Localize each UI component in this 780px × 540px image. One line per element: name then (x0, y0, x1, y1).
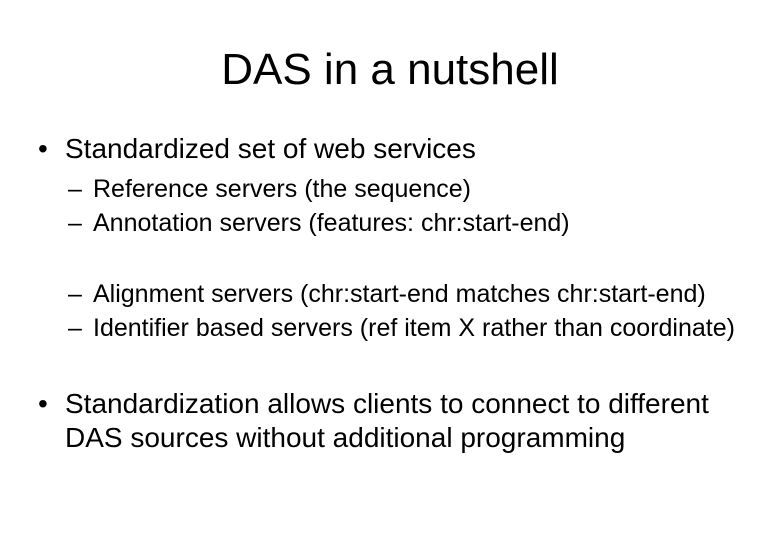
sub-bullet-text: Identifier based servers (ref item X rat… (93, 314, 735, 342)
sub-bullet-item-annotation: – Annotation servers (features: chr:star… (68, 206, 570, 240)
bullet-dot-icon: • (38, 388, 48, 419)
sub-bullet-item-alignment: – Alignment servers (chr:start-end match… (68, 277, 735, 311)
bullet-text: Standardized set of web services (65, 133, 476, 164)
dash-icon: – (68, 280, 82, 308)
dash-icon: – (68, 175, 82, 203)
bullet-dot-icon: • (38, 133, 48, 164)
sub-bullet-item-identifier: – Identifier based servers (ref item X r… (68, 311, 735, 345)
sub-bullet-text: Reference servers (the sequence) (93, 175, 471, 203)
dash-icon: – (68, 209, 82, 237)
sub-bullet-item-reference: – Reference servers (the sequence) (68, 172, 570, 206)
sub-bullet-group-reference-annotation: – Reference servers (the sequence) – Ann… (68, 172, 570, 240)
sub-bullet-text: Annotation servers (features: chr:start-… (93, 209, 570, 237)
bullet-item-standardized: • Standardized set of web services (38, 132, 755, 166)
bullet-text: Standardization allows clients to connec… (65, 388, 709, 453)
dash-icon: – (68, 314, 82, 342)
sub-bullet-text: Alignment servers (chr:start-end matches… (93, 280, 706, 308)
bullet-item-standardization: • Standardization allows clients to conn… (38, 387, 755, 455)
sub-bullet-group-alignment-identifier: – Alignment servers (chr:start-end match… (68, 277, 735, 345)
slide-title: DAS in a nutshell (221, 45, 559, 94)
